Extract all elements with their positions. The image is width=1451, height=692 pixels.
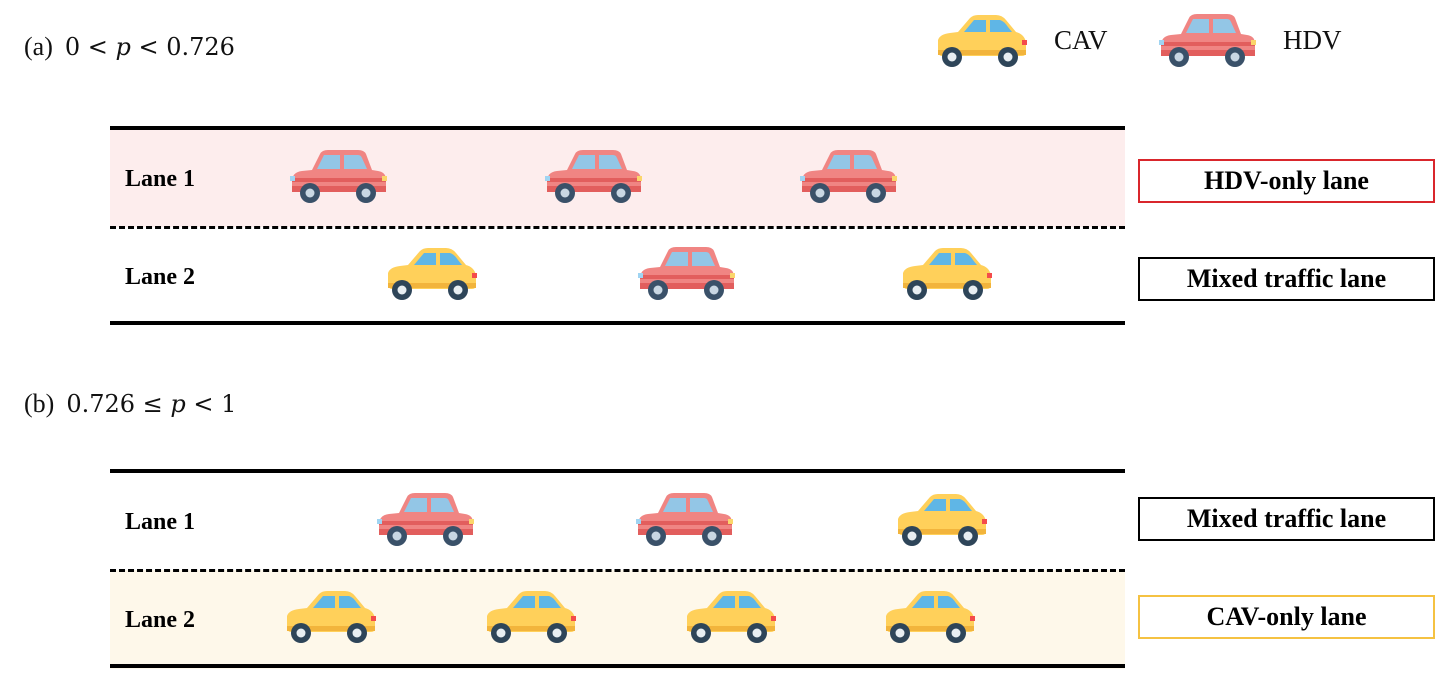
cav-car-icon bbox=[888, 489, 988, 549]
cav-car-icon bbox=[277, 586, 377, 646]
legend-cav: CAV bbox=[928, 10, 1108, 70]
cav-car-icon bbox=[928, 10, 1028, 70]
road-edge bbox=[110, 126, 1125, 130]
legend-cav-label: CAV bbox=[1054, 24, 1108, 55]
panel-b-label: (b) bbox=[24, 389, 55, 418]
lane-type-tag-mixed: Mixed traffic lane bbox=[1138, 257, 1435, 301]
panel-b-title: (b) 0.726 ≤ 𝑝 < 1 bbox=[24, 389, 236, 419]
lane-type-tag-hdv-only: HDV-only lane bbox=[1138, 159, 1435, 203]
road-edge bbox=[110, 321, 1125, 325]
lane-divider bbox=[110, 569, 1125, 572]
lane-label: Lane 1 bbox=[125, 509, 196, 535]
road-edge bbox=[110, 469, 1125, 473]
cav-car-icon bbox=[893, 243, 993, 303]
legend-hdv-label: HDV bbox=[1283, 24, 1342, 55]
road-edge bbox=[110, 664, 1125, 668]
hdv-car-icon bbox=[1157, 10, 1257, 70]
lane-label: Lane 1 bbox=[125, 166, 196, 192]
lane-type-tag-mixed: Mixed traffic lane bbox=[1138, 497, 1435, 541]
lane-divider bbox=[110, 226, 1125, 229]
cav-car-icon bbox=[477, 586, 577, 646]
road-a: Lane 1 Lane 2 bbox=[110, 126, 1125, 326]
road-b-lane-1: Lane 1 bbox=[110, 469, 1125, 570]
lane-type-tag-cav-only: CAV-only lane bbox=[1138, 595, 1435, 639]
hdv-car-icon bbox=[288, 146, 388, 206]
hdv-car-icon bbox=[543, 146, 643, 206]
hdv-car-icon bbox=[634, 489, 734, 549]
lane-label: Lane 2 bbox=[125, 607, 196, 633]
hdv-car-icon bbox=[636, 243, 736, 303]
legend-hdv: HDV bbox=[1157, 10, 1342, 70]
road-b: Lane 1 Lane 2 bbox=[110, 469, 1125, 669]
panel-a-label: (a) bbox=[24, 32, 53, 61]
hdv-car-icon bbox=[798, 146, 898, 206]
cav-car-icon bbox=[378, 243, 478, 303]
cav-car-icon bbox=[677, 586, 777, 646]
panel-a-condition: 0 < 𝑝 < 0.726 bbox=[64, 33, 235, 61]
road-a-lane-2: Lane 2 bbox=[110, 227, 1125, 326]
panel-b-condition: 0.726 ≤ 𝑝 < 1 bbox=[66, 390, 237, 418]
panel-a-title: (a) 0 < 𝑝 < 0.726 bbox=[24, 32, 235, 62]
hdv-car-icon bbox=[375, 489, 475, 549]
lane-label: Lane 2 bbox=[125, 264, 196, 290]
cav-car-icon bbox=[876, 586, 976, 646]
